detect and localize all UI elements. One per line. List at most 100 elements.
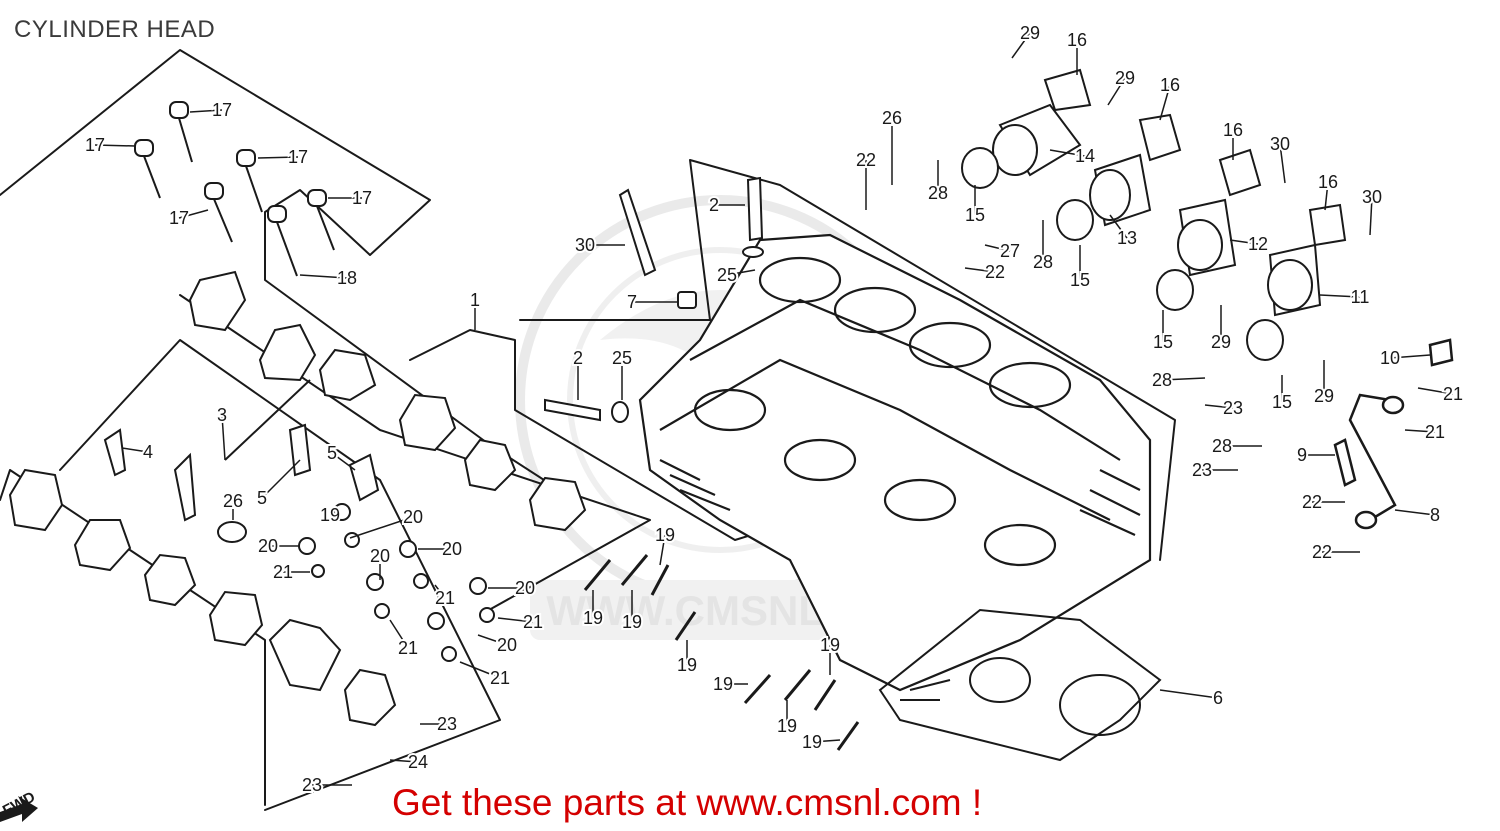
callout-label-18: 18 (337, 268, 357, 288)
callout-label-29: 29 (1020, 23, 1040, 43)
callout-label-19: 19 (802, 732, 822, 752)
callout-label-5: 5 (257, 488, 267, 508)
callout-leader (984, 244, 1011, 252)
bolt-group-outline (0, 49, 576, 501)
callout-leader (1369, 196, 1373, 236)
callout-label-13: 13 (1117, 228, 1137, 248)
callout-label-28: 28 (1152, 370, 1172, 390)
callout-label-30: 30 (1362, 187, 1382, 207)
fwd-indicator: FWD (0, 788, 38, 822)
callout-label-8: 8 (1430, 505, 1440, 525)
callout-label-22: 22 (1302, 492, 1322, 512)
callout-label-20: 20 (258, 536, 278, 556)
callout-leader (1159, 84, 1171, 121)
callout-leader (1204, 404, 1234, 409)
callout-leader (1161, 377, 1206, 381)
callout-label-14: 14 (1075, 146, 1095, 166)
callout-leader (257, 156, 299, 159)
callout-label-7: 7 (627, 292, 637, 312)
callout-label-24: 24 (408, 752, 428, 772)
callout-label-4: 4 (143, 442, 153, 462)
callout-label-25: 25 (612, 348, 632, 368)
cam-holder-tray-outline-3 (0, 469, 266, 806)
callout-label-23: 23 (1223, 398, 1243, 418)
rocker-arms[interactable] (103, 379, 380, 543)
callout-labels: 1223455678910111213141515151516161616171… (83, 21, 1465, 797)
callout-label-17: 17 (352, 188, 372, 208)
callout-leader (1279, 143, 1286, 184)
promo-link[interactable]: Get these parts at www.cmsnl.com ! (392, 782, 983, 823)
oil-pipe[interactable] (1333, 338, 1454, 530)
callout-label-27: 27 (1000, 241, 1020, 261)
callout-label-15: 15 (1070, 270, 1090, 290)
callout-label-16: 16 (1223, 120, 1243, 140)
callout-leader (1394, 509, 1436, 516)
cam-holder-tray-outline-2 (59, 339, 501, 811)
callout-label-3: 3 (217, 405, 227, 425)
callout-leader (1389, 354, 1431, 359)
callout-label-22: 22 (985, 262, 1005, 282)
callout-label-20: 20 (403, 507, 423, 527)
callout-label-21: 21 (273, 562, 293, 582)
callout-label-29: 29 (1211, 332, 1231, 352)
callout-leader (434, 584, 446, 599)
callout-label-26: 26 (882, 108, 902, 128)
callout-label-20: 20 (515, 578, 535, 598)
spark-plug[interactable] (618, 188, 697, 309)
callout-label-2: 2 (709, 195, 719, 215)
callout-label-23: 23 (1192, 460, 1212, 480)
callout-label-19: 19 (320, 505, 340, 525)
callout-label-19: 19 (677, 655, 697, 675)
callout-label-9: 9 (1297, 445, 1307, 465)
callout-leader (477, 634, 508, 646)
callout-leader (1107, 77, 1126, 106)
callout-label-21: 21 (398, 638, 418, 658)
head-gasket[interactable] (878, 608, 1162, 762)
callout-label-21: 21 (1425, 422, 1445, 442)
oil-fittings[interactable] (544, 176, 764, 423)
callout-leader (1011, 32, 1031, 59)
callout-label-15: 15 (965, 205, 985, 225)
callout-label-17: 17 (212, 100, 232, 120)
dowel-pins[interactable] (583, 554, 860, 751)
callout-label-26: 26 (223, 491, 243, 511)
callout-leader (331, 452, 356, 471)
callout-label-29: 29 (1115, 68, 1135, 88)
callout-leader (1324, 181, 1329, 211)
callout-leader (1417, 387, 1454, 395)
callout-leader (1404, 429, 1436, 433)
callout-label-16: 16 (1160, 75, 1180, 95)
callout-label-19: 19 (583, 608, 603, 628)
callout-label-28: 28 (1033, 252, 1053, 272)
callout-leader (189, 109, 223, 113)
callout-label-20: 20 (497, 635, 517, 655)
callout-leader (1229, 239, 1259, 245)
cylinder-head[interactable] (638, 233, 1152, 692)
cylinder-head-bracket-2 (519, 159, 1176, 561)
callout-label-30: 30 (1270, 134, 1290, 154)
callout-label-22: 22 (1312, 542, 1332, 562)
callout-leader (1159, 689, 1219, 699)
callout-label-10: 10 (1380, 348, 1400, 368)
callout-leader (1319, 294, 1361, 298)
callout-leader (659, 534, 666, 566)
callout-label-20: 20 (442, 539, 462, 559)
cylinder-head-bracket (409, 329, 801, 541)
callout-leader (178, 209, 209, 219)
callout-leader (726, 269, 756, 276)
callout-leader (964, 267, 996, 273)
callout-label-22: 22 (856, 150, 876, 170)
callout-label-19: 19 (820, 635, 840, 655)
intake-insulators[interactable] (961, 68, 1347, 361)
washers-and-nuts[interactable] (298, 503, 495, 662)
head-bolts[interactable] (134, 101, 335, 277)
diagram-title: CYLINDER HEAD (14, 16, 216, 43)
callout-label-30: 30 (575, 235, 595, 255)
callout-leader (459, 661, 501, 679)
callout-label-28: 28 (1212, 436, 1232, 456)
callout-label-15: 15 (1153, 332, 1173, 352)
callout-label-29: 29 (1314, 386, 1334, 406)
camshaft-holders[interactable] (8, 270, 587, 727)
callout-label-19: 19 (777, 716, 797, 736)
